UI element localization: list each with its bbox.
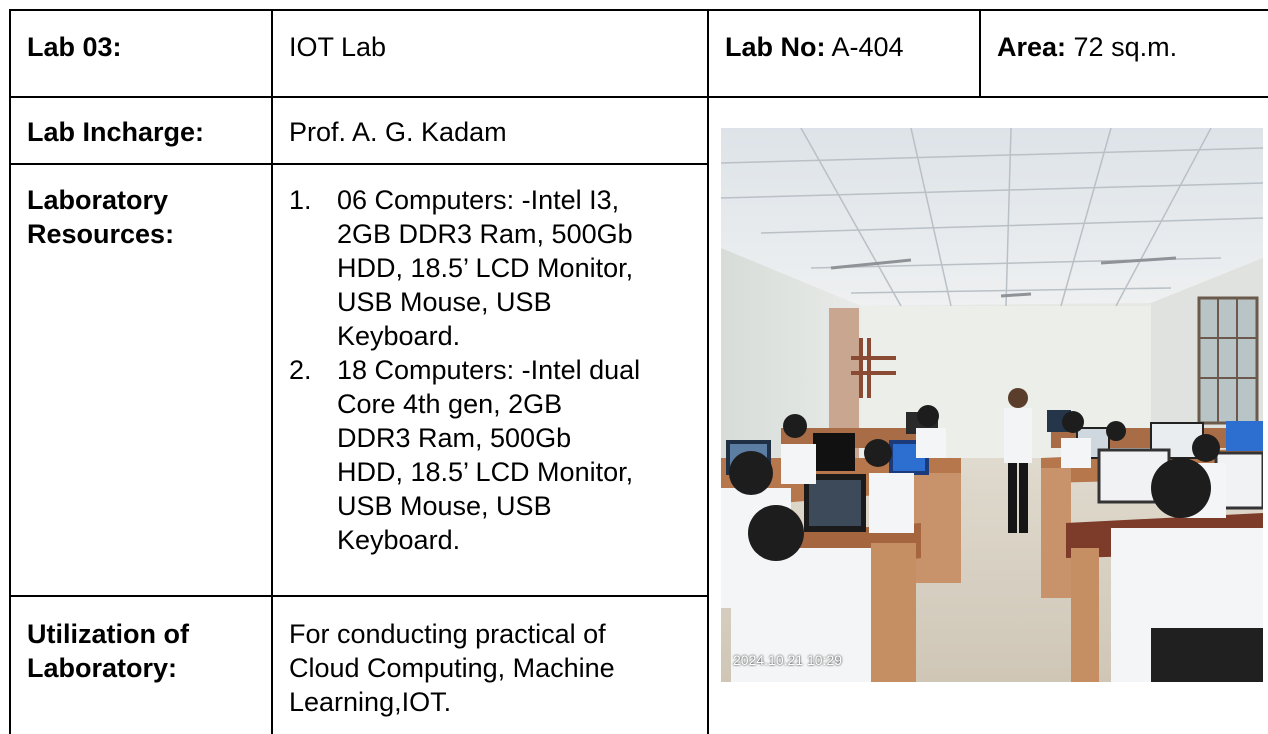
- utilization-line: Learning,IOT.: [289, 687, 452, 717]
- lab-room-number: Lab No: A-404: [709, 30, 904, 64]
- area-value: 72 sq.m.: [1066, 32, 1178, 62]
- list-item-line: Keyboard.: [337, 525, 461, 555]
- lab-utilization-label: Utilization of Laboratory:: [11, 617, 189, 685]
- lab-resources-label-line2: Resources:: [27, 219, 175, 249]
- list-item: 1. 06 Computers: -Intel I3, 2GB DDR3 Ram…: [289, 183, 705, 353]
- row-divider-1: [9, 96, 1268, 98]
- list-item-line: 06 Computers: -Intel I3,: [337, 185, 620, 215]
- list-item-line: 2GB DDR3 Ram, 500Gb: [337, 219, 633, 249]
- lab-name: IOT Lab: [289, 32, 387, 62]
- lab-area: Area: 72 sq.m.: [981, 30, 1177, 64]
- row-divider-2: [9, 163, 709, 165]
- lab-resources-label: Laboratory Resources:: [11, 183, 174, 251]
- utilization-line: For conducting practical of: [289, 619, 606, 649]
- list-item-line: Core 4th gen, 2GB: [337, 389, 563, 419]
- list-item-line: Keyboard.: [337, 321, 461, 351]
- column-divider-1: [271, 9, 273, 734]
- area-label: Area:: [997, 32, 1067, 62]
- list-item-line: DDR3 Ram, 500Gb: [337, 423, 572, 453]
- list-item-line: 18 Computers: -Intel dual: [337, 355, 641, 385]
- lab-photo: 2024.10.21 10:29: [721, 128, 1263, 682]
- list-item-line: USB Mouse, USB: [337, 491, 552, 521]
- list-item-line: USB Mouse, USB: [337, 287, 552, 317]
- photo-timestamp: 2024.10.21 10:29: [733, 652, 842, 668]
- list-item: 2. 18 Computers: -Intel dual Core 4th ge…: [289, 353, 705, 557]
- list-item-line: HDD, 18.5’ LCD Monitor,: [337, 253, 634, 283]
- lab-no-value: A-404: [825, 32, 904, 62]
- table-border-top: [9, 9, 1268, 11]
- lab-photo-illustration: [721, 128, 1263, 682]
- lab-incharge-label: Lab Incharge:: [27, 117, 205, 147]
- lab-utilization-value: For conducting practical of Cloud Comput…: [273, 617, 615, 719]
- table-border-left: [9, 9, 11, 734]
- lab-resources-list: 1. 06 Computers: -Intel I3, 2GB DDR3 Ram…: [289, 183, 705, 557]
- lab-utilization-label-line2: Laboratory:: [27, 653, 178, 683]
- lab-resources-label-line1: Laboratory: [27, 185, 169, 215]
- column-divider-2: [707, 9, 709, 734]
- lab-incharge-name: Prof. A. G. Kadam: [289, 117, 507, 147]
- list-item-number: 2.: [289, 355, 312, 385]
- list-item-number: 1.: [289, 185, 312, 215]
- row-divider-3: [9, 595, 709, 597]
- lab-utilization-label-line1: Utilization of: [27, 619, 189, 649]
- list-item-line: HDD, 18.5’ LCD Monitor,: [337, 457, 634, 487]
- lab-no-label: Lab No:: [725, 32, 826, 62]
- column-divider-3: [979, 9, 981, 97]
- lab-number-label: Lab 03:: [27, 32, 122, 62]
- utilization-line: Cloud Computing, Machine: [289, 653, 615, 683]
